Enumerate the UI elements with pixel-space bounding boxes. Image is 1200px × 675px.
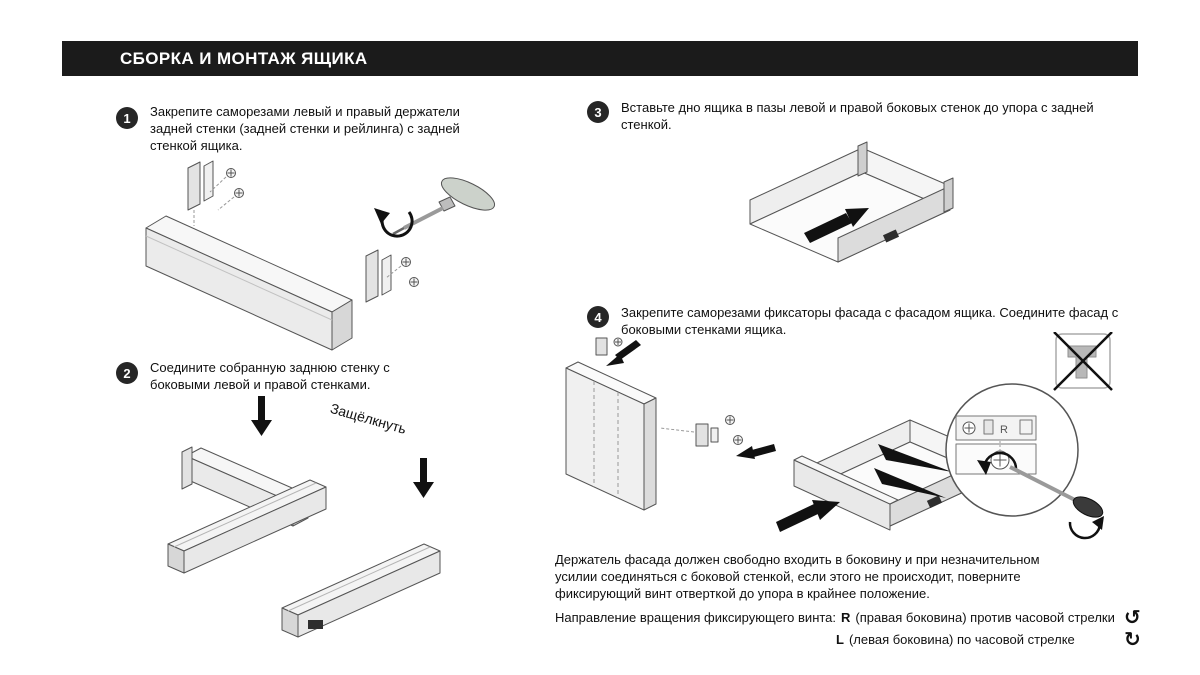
facade-fixator-mid (659, 415, 743, 447)
direction-r-text: (правая боковина) против часовой стрелки (855, 610, 1115, 625)
title-bar: СБОРКА И МОНТАЖ ЯЩИКА (62, 41, 1138, 76)
rotate-ccw-icon: ↺ (1124, 605, 1141, 629)
step-1-badge: 1 (116, 107, 138, 129)
insert-arrow-down-2 (413, 458, 434, 498)
back-wall-panel (145, 215, 353, 351)
direction-line-r: Направление вращения фиксирующего винта:… (555, 609, 1120, 627)
attach-arrow-2 (736, 444, 776, 459)
brand-plate (308, 620, 323, 629)
facade-holder-note: Держатель фасада должен свободно входить… (555, 552, 1040, 602)
insert-direction-arrow (804, 208, 869, 243)
step-2-illustration (158, 392, 488, 652)
brand-plate (926, 495, 943, 509)
step-3-illustration (688, 120, 1008, 310)
screw-icons-bottom (385, 257, 419, 287)
back-wall-holder-bottom-icon (365, 249, 392, 303)
step-4-illustration: R (548, 332, 1126, 546)
step-3-badge: 3 (587, 101, 609, 123)
step-1-text: Закрепите саморезами левый и правый держ… (150, 104, 460, 153)
rotate-cw-icon: ↻ (1124, 627, 1141, 651)
step-2-badge: 2 (116, 362, 138, 384)
direction-l-key: L (836, 632, 844, 648)
direction-l-text: (левая боковина) по часовой стрелке (848, 632, 1075, 648)
drawer-assembly (749, 141, 954, 263)
screwdriver-turn-icon (1009, 465, 1104, 540)
direction-intro: Направление вращения фиксирующего винта: (555, 610, 837, 625)
back-wall-holder-top-icon (187, 160, 214, 226)
insert-arrow-down-1 (251, 396, 272, 436)
facade-panel (565, 361, 657, 511)
step-3-text: Вставьте дно ящика в пазы левой и правой… (621, 100, 1094, 132)
wedge-arrows (874, 444, 952, 498)
page-title: СБОРКА И МОНТАЖ ЯЩИКА (120, 48, 368, 68)
direction-r-key: R (841, 610, 851, 625)
side-panel-left (167, 479, 327, 574)
step-4-badge: 4 (587, 306, 609, 328)
step-4-text: Закрепите саморезами фиксаторы фасада с … (621, 305, 1119, 337)
brand-plate (882, 229, 900, 243)
zoom-detail-circle: R (945, 383, 1079, 517)
do-not-press-icon (1053, 332, 1113, 391)
rotation-direction-block: Направление вращения фиксирующего винта:… (555, 609, 1120, 653)
slide-arrow (776, 500, 840, 532)
step-2-text: Соедините собранную заднюю стенку с боко… (150, 360, 390, 392)
facade-fixator-top (595, 337, 623, 356)
screwdriver-icon (374, 177, 496, 238)
side-panel-right (281, 543, 441, 638)
step-1-illustration (138, 156, 508, 361)
screw-icons-top (209, 168, 244, 211)
direction-line-l: L (левая боковина) по часовой стрелке (555, 631, 1120, 649)
attach-arrow-1 (606, 340, 641, 366)
detail-label-r: R (1000, 424, 1008, 436)
